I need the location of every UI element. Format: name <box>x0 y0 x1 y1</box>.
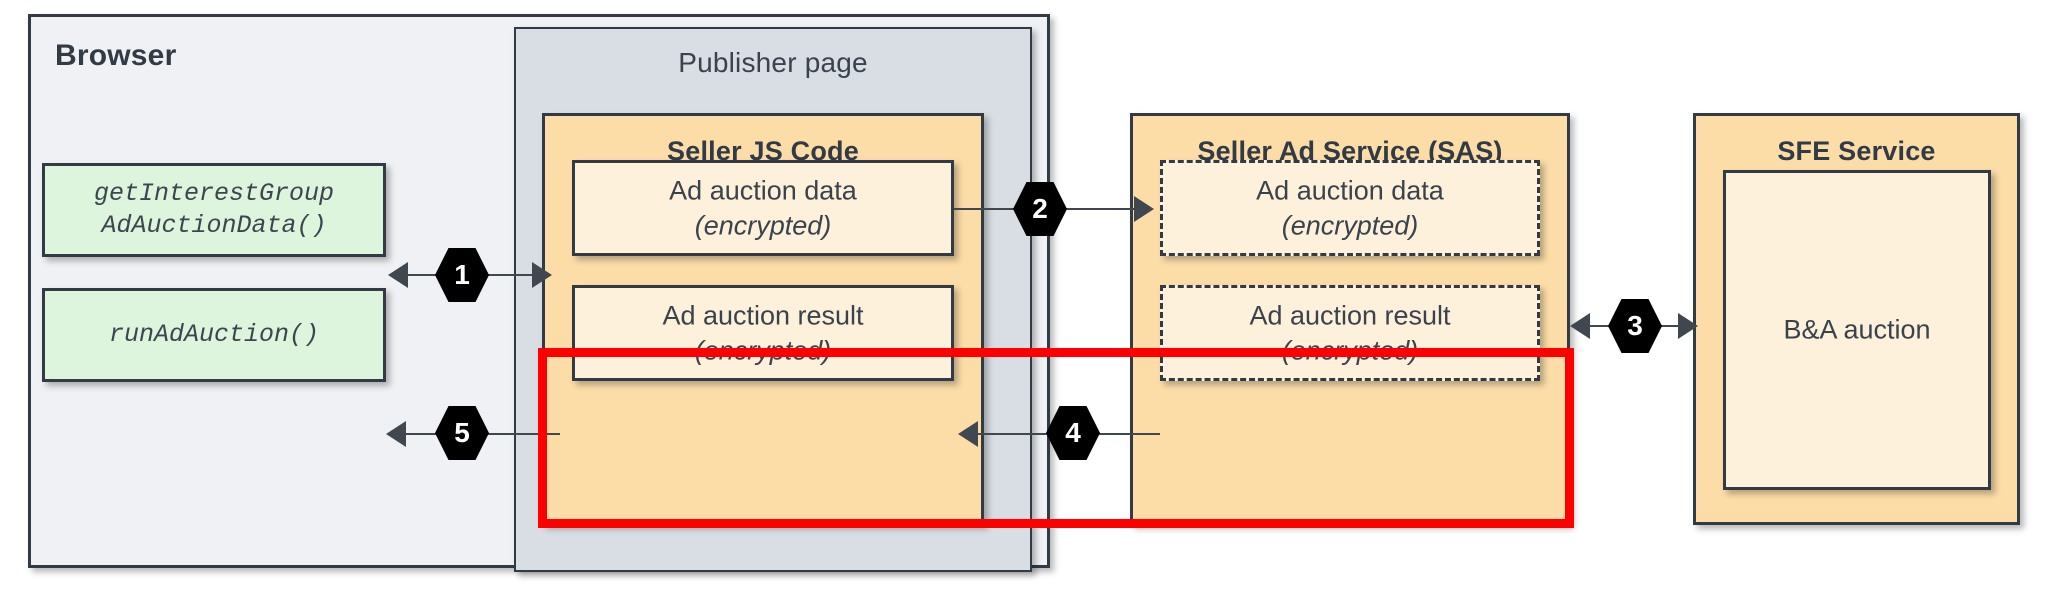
connector-1-arrow-right <box>532 262 552 288</box>
connector-5-arrow <box>386 421 406 447</box>
connector-3-arrow-right <box>1678 313 1698 339</box>
sas-ad-auction-result[interactable]: Ad auction result (encrypted) <box>1160 285 1540 381</box>
run-ad-auction-api[interactable]: runAdAuction() <box>42 288 386 382</box>
api-call-label-2: runAdAuction() <box>108 320 320 349</box>
connector-4-arrow <box>958 421 978 447</box>
seller-js-ad-auction-result[interactable]: Ad auction result (encrypted) <box>572 285 954 381</box>
step-badge-1: 1 <box>435 248 489 302</box>
connector-2-arrow <box>1134 196 1154 222</box>
get-interest-group-ad-auction-data-api[interactable]: getInterestGroup AdAuctionData() <box>42 163 386 257</box>
browser-label: Browser <box>55 39 177 72</box>
sas-ad-auction-result-label: Ad auction result (encrypted) <box>1249 300 1451 365</box>
seller-js-ad-auction-data-label: Ad auction data (encrypted) <box>669 175 857 240</box>
sas-ad-auction-data-label: Ad auction data (encrypted) <box>1256 175 1444 240</box>
connector-3-arrow-left <box>1570 313 1590 339</box>
seller-js-ad-auction-result-label: Ad auction result (encrypted) <box>662 300 864 365</box>
bna-auction-label: B&A auction <box>1783 314 1931 345</box>
sfe-service-label: SFE Service <box>1777 136 1936 166</box>
step-badge-3: 3 <box>1608 299 1662 353</box>
step-badge-2: 2 <box>1013 182 1067 236</box>
publisher-page-label: Publisher page <box>678 47 868 78</box>
step-badge-4: 4 <box>1046 406 1100 460</box>
api-call-label-1: getInterestGroup AdAuctionData() <box>93 179 335 240</box>
bna-auction-box[interactable]: B&A auction <box>1723 170 1991 490</box>
connector-1-arrow-left <box>388 262 408 288</box>
step-badge-5: 5 <box>435 406 489 460</box>
seller-js-ad-auction-data[interactable]: Ad auction data (encrypted) <box>572 160 954 256</box>
sas-ad-auction-data[interactable]: Ad auction data (encrypted) <box>1160 160 1540 256</box>
